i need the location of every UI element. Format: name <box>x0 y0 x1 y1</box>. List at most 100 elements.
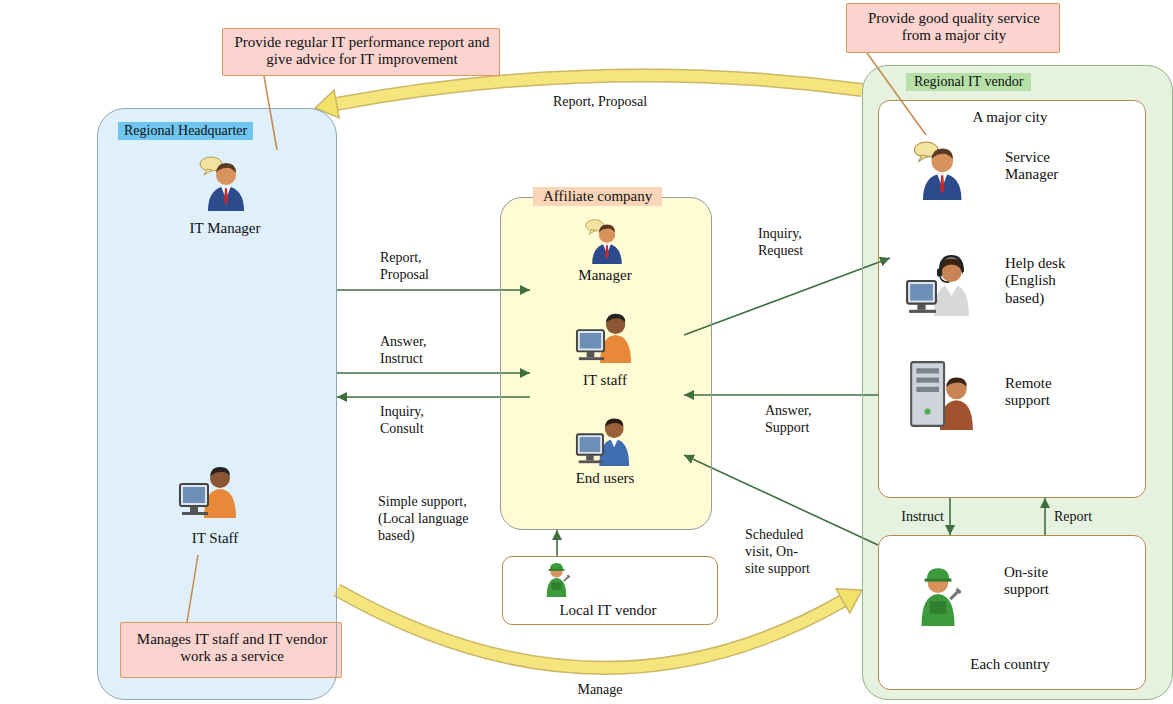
vendor-box: Local IT vendor <box>502 556 718 625</box>
connector-line <box>684 394 878 396</box>
node-text: End users <box>530 470 680 487</box>
text-holder: Provide regular IT performance report an… <box>231 34 493 69</box>
connector-line <box>337 372 530 374</box>
flow-arrow <box>337 589 862 668</box>
arrow-head <box>836 589 862 613</box>
connector-line <box>337 289 530 291</box>
text-holder: IT Manager <box>150 220 300 237</box>
end-user-icon <box>577 418 629 466</box>
callout-box: Provide good quality service from a majo… <box>846 3 1060 53</box>
connector-line <box>949 498 951 535</box>
text-holder: Regional Headquarter <box>118 121 253 140</box>
text-holder: Provide good quality service from a majo… <box>853 10 1055 45</box>
label-holder: Instruct <box>882 507 944 526</box>
box-fill <box>500 197 712 530</box>
connector <box>337 373 530 374</box>
arrow-body <box>337 590 843 668</box>
vendor-panel: Regional IT vendor A major cityService Ma… <box>862 65 1173 700</box>
label-holder: Manage <box>560 680 640 699</box>
edge-label: Inquiry, Request <box>758 226 830 260</box>
text-holder: IT staff <box>530 372 680 389</box>
text-holder: Affiliate company <box>533 187 662 206</box>
node-text: Manager <box>530 267 680 284</box>
person-node: Manager <box>530 215 684 295</box>
connector-line <box>556 530 558 556</box>
edge-label: Report, Proposal <box>553 94 647 111</box>
connector <box>557 530 558 556</box>
role-node: Help desk (English based) <box>890 235 1130 335</box>
text-holder: Remote support <box>1005 375 1077 410</box>
connector-line <box>337 396 530 398</box>
edge-label: Answer, Instruct <box>380 334 455 368</box>
edge-label: Inquiry, Consult <box>380 404 455 438</box>
arrow-outline <box>337 590 843 668</box>
edge-label: Report, Proposal <box>380 250 455 284</box>
node-text: Help desk (English based) <box>1005 255 1079 307</box>
label-holder: Scheduled visit, On-site support <box>745 527 817 577</box>
label-holder: Answer, Instruct <box>380 334 455 368</box>
connector <box>950 498 951 535</box>
box-fill <box>878 100 1146 498</box>
node-text: Remote support <box>1005 375 1077 410</box>
manager-icon <box>200 157 244 211</box>
callout-box: Provide regular IT performance report an… <box>222 28 500 76</box>
worker-icon <box>922 568 961 626</box>
box-fill <box>120 622 342 678</box>
node-text: Service Manager <box>1005 149 1077 184</box>
box-fill <box>222 28 500 76</box>
connector <box>684 258 890 335</box>
node-text: Provide regular IT performance report an… <box>231 34 493 69</box>
person-node: End users <box>530 410 684 495</box>
staff-icon <box>180 467 236 518</box>
node-text: Regional IT vendor <box>906 73 1031 91</box>
label-holder: Inquiry, Consult <box>380 404 455 438</box>
edge-label: Simple support, (Local language based) <box>378 494 490 544</box>
label-holder: Inquiry, Request <box>758 226 830 260</box>
edge-label: Answer, Support <box>765 403 837 437</box>
box-fill <box>97 108 337 700</box>
flow-arrow <box>315 75 862 117</box>
region-panel: Regional Headquarter IT Manager IT Staff <box>97 108 337 700</box>
text-holder: Local IT vendor <box>503 602 713 619</box>
edge-label: Instruct <box>901 509 944 526</box>
node-text: IT Manager <box>150 220 300 237</box>
box-fill <box>502 556 718 625</box>
node-text: On-site support <box>1004 564 1076 599</box>
onsite-box: On-site supportEach country <box>878 535 1146 690</box>
connector-line <box>187 555 198 622</box>
text-holder: A major city <box>879 109 1141 126</box>
text-holder: Manager <box>530 267 680 284</box>
text-holder: Manages IT staff and IT vendor work as a… <box>129 631 335 666</box>
worker-icon <box>547 563 570 597</box>
node-text: Provide good quality service from a majo… <box>853 10 1055 45</box>
node-text: IT Staff <box>160 530 270 547</box>
arrow-head <box>315 90 339 118</box>
node-text: Each country <box>879 656 1141 673</box>
box-fill <box>846 3 1060 53</box>
text-holder: Help desk (English based) <box>1005 255 1079 307</box>
role-node: Remote support <box>890 345 1130 445</box>
edge-label: Scheduled visit, On-site support <box>745 527 817 577</box>
label-holder: Report <box>1054 507 1114 526</box>
leader-line <box>264 76 277 150</box>
connector-line <box>264 76 277 150</box>
helpdesk-icon <box>907 256 969 316</box>
text-holder: End users <box>530 470 680 487</box>
box-fill <box>862 65 1173 700</box>
node-text: Manages IT staff and IT vendor work as a… <box>129 631 335 666</box>
connector <box>337 290 530 291</box>
person-node: IT Staff <box>160 450 274 555</box>
connector-line <box>1044 498 1046 535</box>
label-holder: Report, Proposal <box>380 250 455 284</box>
city-box: A major cityService ManagerHelp desk (En… <box>878 100 1146 498</box>
connector <box>684 395 878 396</box>
manager-icon <box>914 142 961 200</box>
text-holder: IT Staff <box>160 530 270 547</box>
text-holder: Service Manager <box>1005 149 1077 184</box>
company-panel: Affiliate companyManagerIT staffEnd user… <box>500 197 712 530</box>
box-fill <box>878 535 1146 690</box>
person-node: IT Manager <box>150 150 304 245</box>
connector-line <box>684 258 890 335</box>
node-text: IT staff <box>530 372 680 389</box>
